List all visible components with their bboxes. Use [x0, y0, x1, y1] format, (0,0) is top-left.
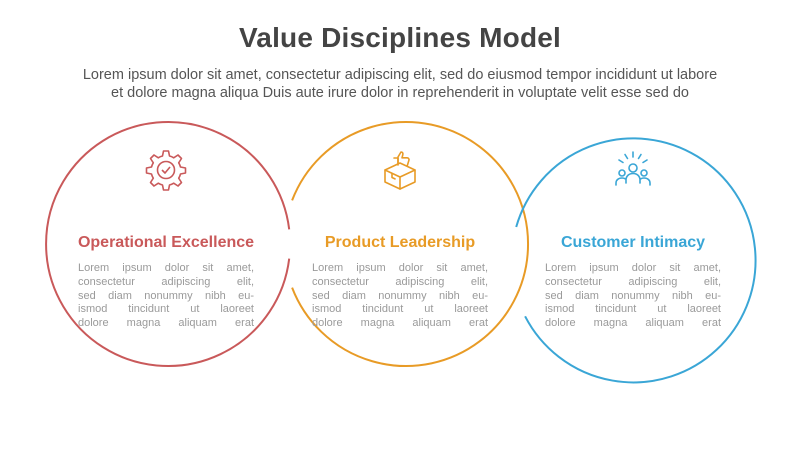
description-line: consectetur adipiscing elit,: [312, 275, 488, 288]
description-line: ismod tincidunt ut laoreet: [312, 303, 488, 316]
description-line: Lorem ipsum dolor sit amet,: [78, 262, 254, 274]
subtitle-line-1: Lorem ipsum dolor sit amet, consectetur …: [82, 67, 718, 83]
description-line: ismod tincidunt ut laoreet: [545, 303, 721, 316]
description-line: sed diam nonummy nibh eu-: [545, 289, 721, 302]
page-title: Value Disciplines Model: [238, 22, 562, 53]
circle-operational-excellence: [45, 121, 291, 367]
description-line: dolore magna aliquam erat: [312, 317, 488, 330]
discipline-description: Lorem ipsum dolor sit amet, consectetur …: [312, 262, 488, 331]
people-group-icon: [615, 151, 651, 186]
description-line: Lorem ipsum dolor sit amet,: [312, 262, 488, 274]
discipline-description: Lorem ipsum dolor sit amet, consectetur …: [78, 262, 254, 331]
discipline-title: Product Leadership: [324, 234, 476, 251]
description-line: consectetur adipiscing elit,: [78, 275, 254, 288]
page-subtitle: Lorem ipsum dolor sit amet, consectetur …: [40, 66, 760, 102]
circle-product-leadership: [291, 121, 530, 367]
product-box-thumbs-up-icon: [384, 151, 416, 190]
discipline-title: Customer Intimacy: [560, 234, 706, 251]
circle-customer-intimacy: [515, 137, 757, 384]
gear-check-icon: [145, 150, 187, 191]
discipline-product-leadership: Product Leadership Lorem ipsum dolor sit…: [275, 148, 525, 331]
description-line: ismod tincidunt ut laoreet: [78, 303, 254, 316]
description-line: consectetur adipiscing elit,: [545, 275, 721, 288]
discipline-title: Operational Excellence: [77, 234, 255, 251]
discipline-operational-excellence: Operational Excellence Lorem ipsum dolor…: [41, 148, 291, 331]
description-line: sed diam nonummy nibh eu-: [78, 289, 254, 302]
subtitle-line-2: et dolore magna aliqua Duis aute irure d…: [111, 85, 689, 101]
description-line: Lorem ipsum dolor sit amet,: [545, 262, 721, 274]
discipline-customer-intimacy: Customer Intimacy Lorem ipsum dolor sit …: [508, 148, 758, 331]
description-line: dolore magna aliquam erat: [78, 317, 254, 330]
description-line: dolore magna aliquam erat: [545, 317, 721, 330]
discipline-description: Lorem ipsum dolor sit amet, consectetur …: [545, 262, 721, 331]
description-line: sed diam nonummy nibh eu-: [312, 289, 488, 302]
